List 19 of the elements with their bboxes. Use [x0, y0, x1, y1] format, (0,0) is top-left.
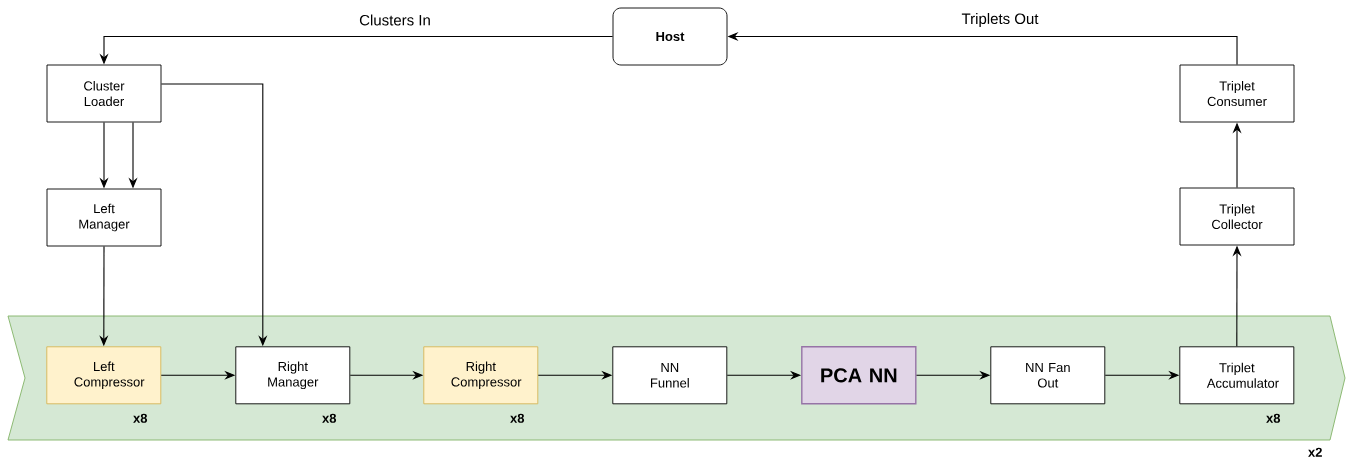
process-box: Triplet Accumulator [1179, 346, 1295, 405]
process-box: Triplet Collector [1179, 187, 1295, 246]
multiplier-label: x8 [1266, 413, 1281, 423]
process-box: Triplet Consumer [1179, 64, 1295, 123]
multiplier-label: x8 [510, 413, 525, 423]
multiplier-label: x2 [1308, 447, 1322, 457]
process-box: NN Fan Out [990, 346, 1106, 405]
process-box: NN Funnel [612, 346, 728, 405]
process-box: Cluster Loader [46, 64, 162, 123]
edge-label: Clusters In [357, 12, 433, 28]
edge-label: Triplets Out [959, 11, 1041, 29]
process-box: PCA NN [801, 346, 917, 405]
process-box: Right Manager [235, 346, 351, 405]
process-box: Left Compressor [46, 346, 162, 405]
process-box: Left Manager [46, 188, 162, 247]
host-box: Host [612, 7, 728, 66]
multiplier-label: x8 [322, 413, 337, 423]
multiplier-label: x8 [133, 413, 148, 423]
process-box: Right Compressor [423, 346, 539, 405]
